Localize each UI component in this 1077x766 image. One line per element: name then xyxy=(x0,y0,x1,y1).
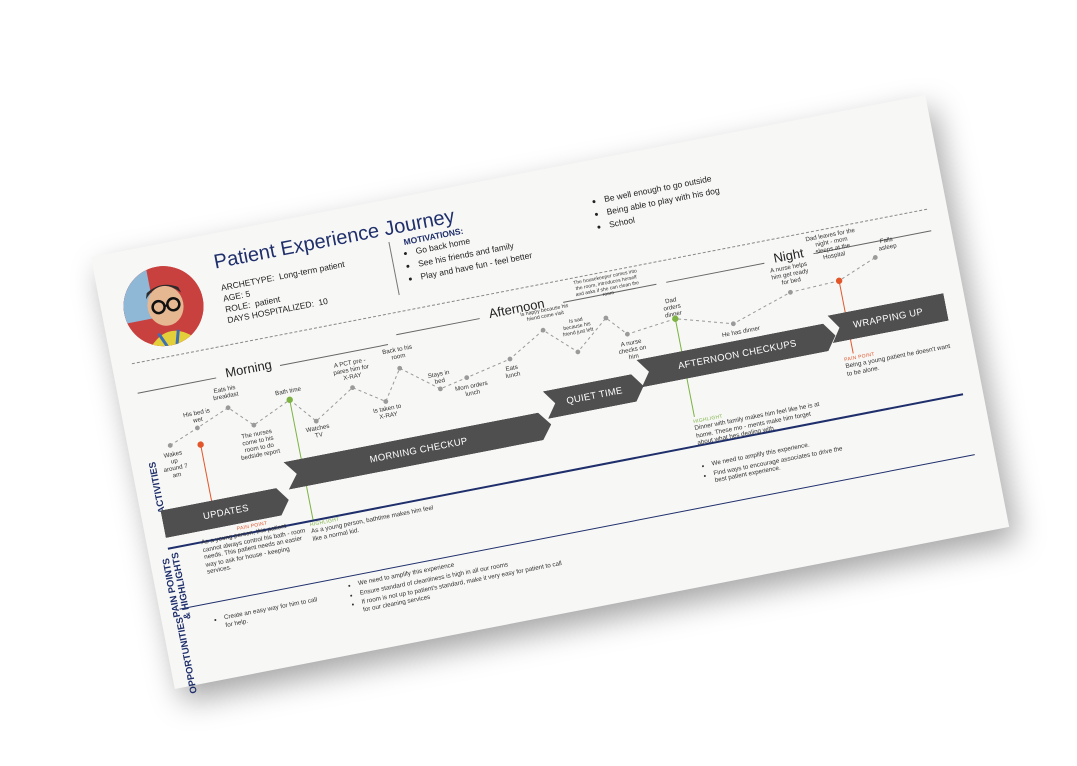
activity-label: Wakes up around 7 am xyxy=(163,449,189,480)
journey-map-card: Patient Experience Journey ARCHETYPE: Lo… xyxy=(90,94,1010,694)
activity-path xyxy=(167,255,878,529)
